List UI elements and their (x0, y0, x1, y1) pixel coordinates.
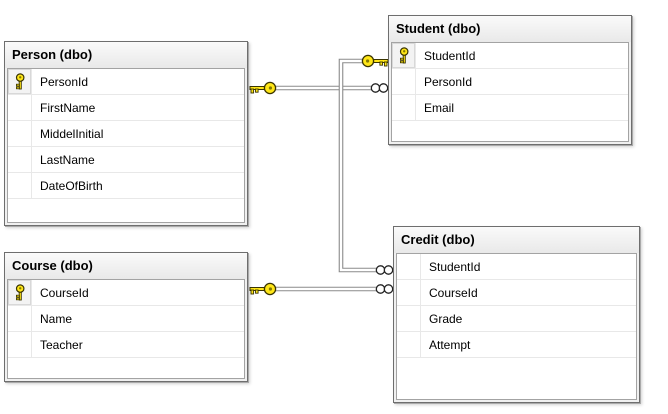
key-cell (8, 280, 32, 305)
table-window-credit[interactable]: Credit (dbo) StudentId CourseId Grade At… (393, 226, 640, 403)
table-row[interactable]: DateOfBirth (8, 173, 244, 199)
infinity-icon (370, 83, 389, 93)
column-name: StudentId (429, 259, 481, 274)
column-name: CourseId (429, 285, 478, 300)
key-cell (8, 69, 32, 94)
table-header[interactable]: Person (dbo) (5, 42, 247, 68)
column-name: Teacher (40, 337, 83, 352)
infinity-icon (375, 265, 394, 275)
table-row[interactable]: CourseId (397, 280, 636, 306)
table-row[interactable]: StudentId (392, 43, 628, 69)
table-title: Person (dbo) (12, 47, 93, 62)
table-header[interactable]: Course (dbo) (5, 253, 247, 279)
table-row[interactable]: Attempt (397, 332, 636, 358)
key-cell (397, 280, 421, 305)
column-name: Grade (429, 311, 463, 326)
primary-key-icon (399, 47, 408, 64)
infinity-icon (375, 284, 394, 294)
column-name: Email (424, 100, 455, 115)
column-name: PersonId (40, 74, 89, 89)
table-title: Student (dbo) (396, 21, 481, 36)
key-cell (8, 147, 32, 172)
column-name: StudentId (424, 48, 476, 63)
key-cell (397, 332, 421, 357)
key-cell (392, 43, 416, 68)
table-window-student[interactable]: Student (dbo) StudentId PersonId (388, 15, 632, 145)
table-row[interactable]: FirstName (8, 95, 244, 121)
key-cell (8, 95, 32, 120)
table-column-grid: StudentId PersonId Email (391, 42, 629, 142)
table-row[interactable]: CourseId (8, 280, 244, 306)
table-row[interactable]: Teacher (8, 332, 244, 358)
table-header[interactable]: Student (dbo) (389, 16, 631, 42)
key-cell (397, 254, 421, 279)
table-title: Course (dbo) (12, 258, 93, 273)
key-cell (8, 173, 32, 198)
column-name: FirstName (40, 100, 96, 115)
relationship-line[interactable] (338, 58, 377, 273)
column-name: DateOfBirth (40, 178, 103, 193)
table-window-course[interactable]: Course (dbo) CourseId Name (4, 252, 248, 382)
table-column-grid: PersonId FirstName MiddelInitial LastNam… (7, 68, 245, 223)
key-icon (249, 282, 277, 296)
primary-key-icon (15, 73, 24, 90)
key-cell (8, 332, 32, 357)
key-icon (361, 54, 389, 68)
column-name: PersonId (424, 74, 473, 89)
column-name: Name (40, 311, 73, 326)
table-header[interactable]: Credit (dbo) (394, 227, 639, 253)
key-cell (8, 306, 32, 331)
table-row[interactable]: PersonId (392, 69, 628, 95)
key-cell (392, 95, 416, 120)
column-name: MiddelInitial (40, 126, 104, 141)
column-name: CourseId (40, 285, 89, 300)
table-row[interactable]: Email (392, 95, 628, 121)
key-cell (397, 306, 421, 331)
table-title: Credit (dbo) (401, 232, 475, 247)
key-icon (249, 81, 277, 95)
table-column-grid: CourseId Name Teacher (7, 279, 245, 379)
relationship-line-core (339, 59, 377, 272)
table-row[interactable]: PersonId (8, 69, 244, 95)
table-row[interactable]: Grade (397, 306, 636, 332)
column-name: LastName (40, 152, 95, 167)
table-row[interactable]: StudentId (397, 254, 636, 280)
column-name: Attempt (429, 337, 471, 352)
table-column-grid: StudentId CourseId Grade Attempt (396, 253, 637, 400)
key-cell (8, 121, 32, 146)
key-cell (392, 69, 416, 94)
relationship-course-credit[interactable] (249, 282, 394, 296)
table-row[interactable]: MiddelInitial (8, 121, 244, 147)
table-row[interactable]: LastName (8, 147, 244, 173)
table-row[interactable]: Name (8, 306, 244, 332)
primary-key-icon (15, 284, 24, 301)
table-window-person[interactable]: Person (dbo) PersonId FirstName (4, 41, 248, 226)
relationship-person-student[interactable] (249, 81, 389, 95)
